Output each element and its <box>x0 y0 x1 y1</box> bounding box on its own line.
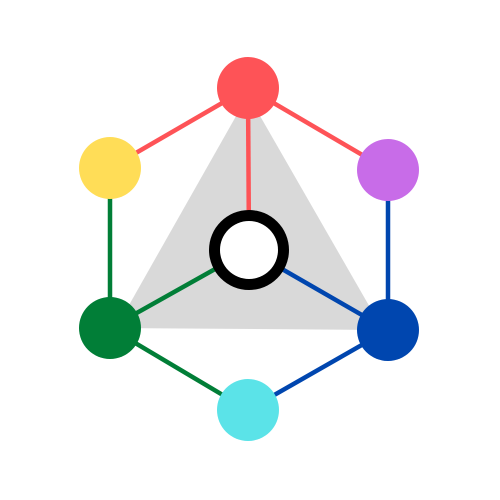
node-layer <box>79 57 419 441</box>
node-upper-right <box>357 139 419 201</box>
node-top <box>217 57 279 119</box>
node-upper-left <box>79 137 141 199</box>
node-lower-left <box>79 297 141 359</box>
node-bottom <box>217 379 279 441</box>
center-ring-hole <box>220 221 278 279</box>
node-lower-right <box>357 299 419 361</box>
center-layer <box>209 210 289 290</box>
